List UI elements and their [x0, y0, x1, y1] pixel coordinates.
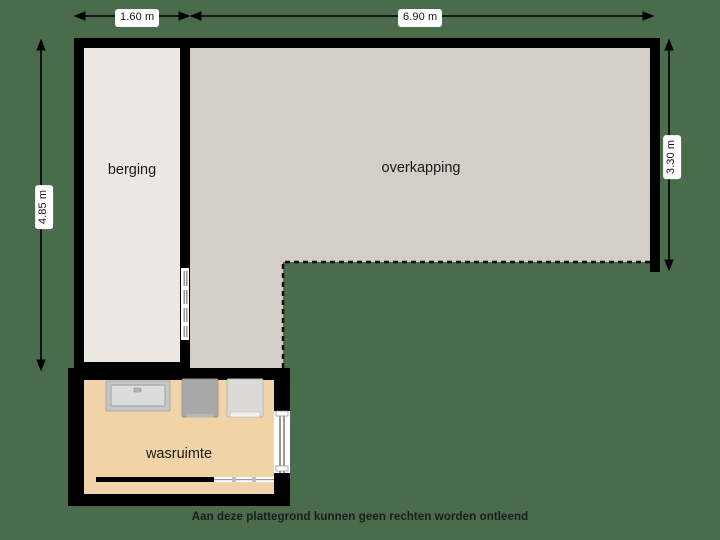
wall-berging-bottom: [74, 362, 190, 372]
interior-door-berging[interactable]: [181, 268, 189, 340]
dryer: [226, 378, 264, 418]
disclaimer-caption: Aan deze plattegrond kunnen geen rechten…: [191, 511, 529, 523]
dimension-label-top-right: 6.90 m: [398, 9, 443, 27]
room-label-overkapping: overkapping: [381, 160, 461, 176]
wall-right: [650, 38, 660, 272]
sink-basin: [105, 380, 171, 412]
window-wasruimte[interactable]: [214, 477, 274, 482]
overkapping-floor: [190, 38, 650, 372]
exterior-door-wasruimte[interactable]: [274, 410, 290, 473]
wall-wasruimte-left: [68, 368, 84, 506]
wall-partition-berging: [180, 38, 190, 372]
wall-left: [74, 38, 84, 372]
room-label-berging: berging: [107, 162, 157, 178]
wall-top: [74, 38, 650, 48]
dimension-label-right: 3.30 m: [663, 134, 682, 180]
wall-wasruimte-top: [68, 368, 284, 380]
berging-floor: [84, 48, 180, 362]
washing-machine: [181, 378, 219, 418]
wall-wasruimte-bottom: [68, 494, 290, 506]
room-label-wasruimte: wasruimte: [145, 446, 213, 462]
wall-wasruimte-inner-strip: [96, 477, 274, 482]
dimension-label-left: 4.85 m: [35, 184, 54, 230]
dimension-label-top-left: 1.60 m: [115, 9, 160, 27]
